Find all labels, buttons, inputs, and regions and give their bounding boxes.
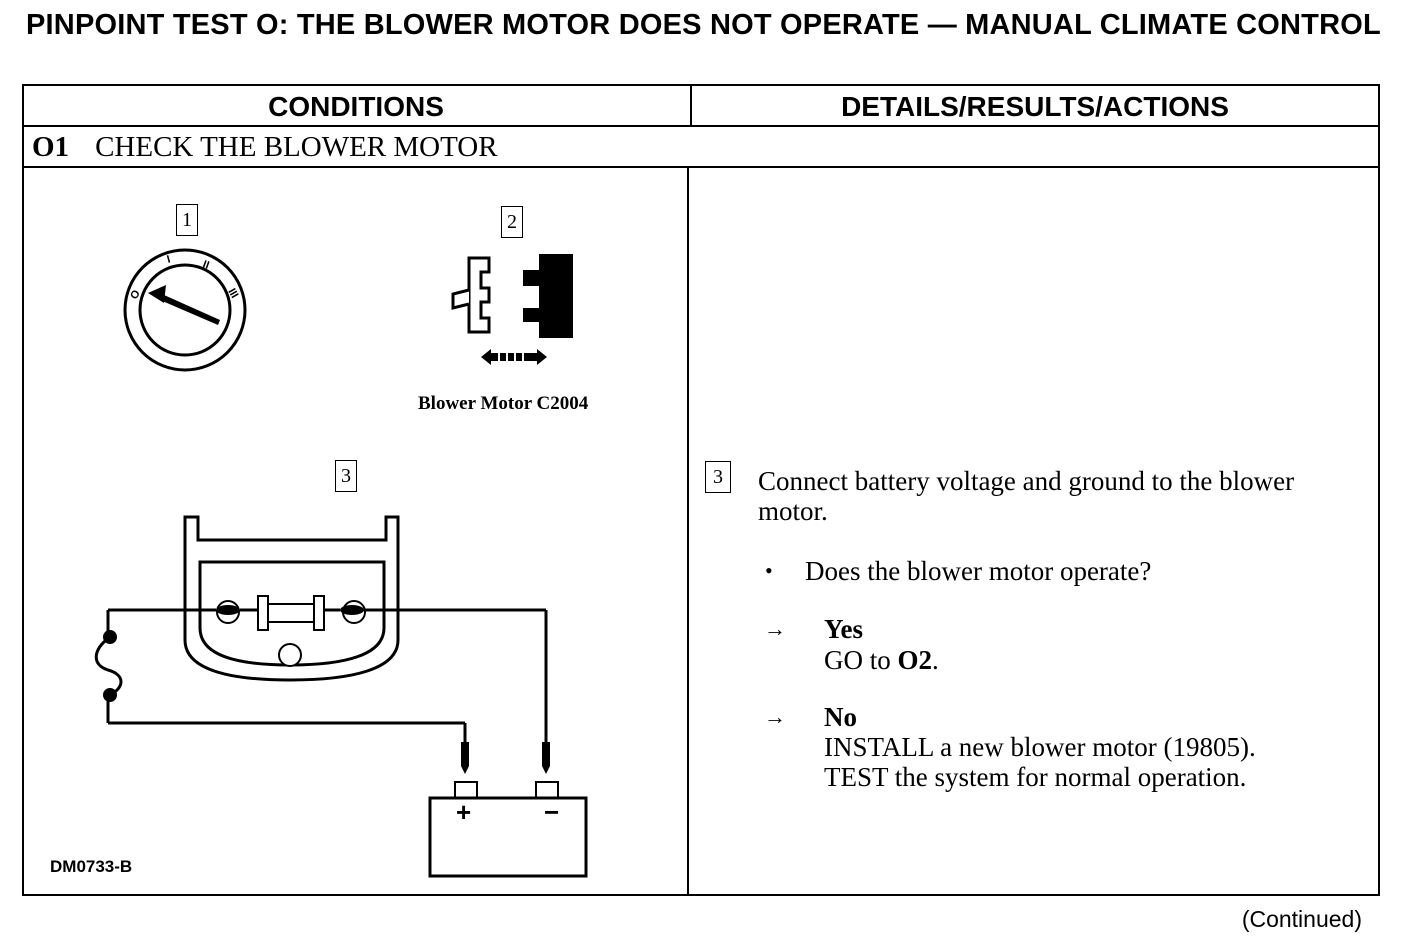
battery-plus-label: +: [456, 797, 472, 827]
blower-motor-test-circuit: [94, 515, 588, 878]
bullet: •: [765, 558, 773, 583]
callout-3: 3: [335, 460, 357, 492]
instruction-line-1: Connect battery voltage and ground to th…: [758, 466, 1295, 496]
no-action-line-1-rest: a new blower motor (19805).: [933, 732, 1256, 762]
callout-2: 2: [501, 206, 523, 238]
yes-arrow: →: [764, 616, 786, 641]
battery-minus-label: −: [544, 797, 560, 827]
details-column-header: DETAILS/RESULTS/ACTIONS: [841, 91, 1229, 122]
connector-caption: Blower Motor C2004: [418, 393, 589, 414]
header-column-divider: [690, 84, 692, 126]
no-action-install: INSTALL: [824, 732, 934, 762]
page-title: PINPOINT TEST O: THE BLOWER MOTOR DOES N…: [26, 9, 1381, 41]
conditions-column-header: CONDITIONS: [268, 91, 444, 122]
yes-action-prefix: GO to: [824, 645, 898, 675]
yes-action: GO to O2.: [824, 645, 939, 675]
no-action-line-1: INSTALL a new blower motor (19805).: [824, 732, 1256, 762]
yes-label: Yes: [824, 614, 863, 644]
no-arrow: →: [764, 704, 786, 729]
step-id: O1: [32, 131, 70, 163]
body-column-divider: [687, 166, 689, 896]
details-callout-3: 3: [705, 461, 731, 493]
instruction-line-2: motor.: [758, 496, 828, 526]
no-action-line-2: TEST the system for normal operation.: [824, 762, 1246, 792]
yes-action-ref: O2: [897, 645, 933, 675]
no-action-line-2-rest: the system for normal operation.: [888, 762, 1247, 792]
no-action-test: TEST: [824, 762, 889, 792]
switch-mark-1: I: [166, 254, 172, 266]
step-heading: O1 CHECK THE BLOWER MOTOR: [32, 130, 498, 164]
callout-1: 1: [176, 204, 198, 236]
blower-motor-connector-illustration: [451, 254, 573, 365]
no-label: No: [824, 702, 857, 732]
step-row-divider: [22, 166, 1380, 168]
yes-action-suffix: .: [932, 645, 939, 675]
continued-note: (Continued): [1241, 906, 1362, 932]
step-title: CHECK THE BLOWER MOTOR: [95, 131, 498, 163]
header-divider: [22, 125, 1380, 127]
pinpoint-table: [22, 84, 1380, 896]
ignition-switch-illustration: O I II III: [123, 248, 247, 372]
figure-id: DM0733-B: [50, 857, 133, 876]
question-text: Does the blower motor operate?: [805, 556, 1152, 586]
switch-mark-2: II: [201, 259, 211, 272]
